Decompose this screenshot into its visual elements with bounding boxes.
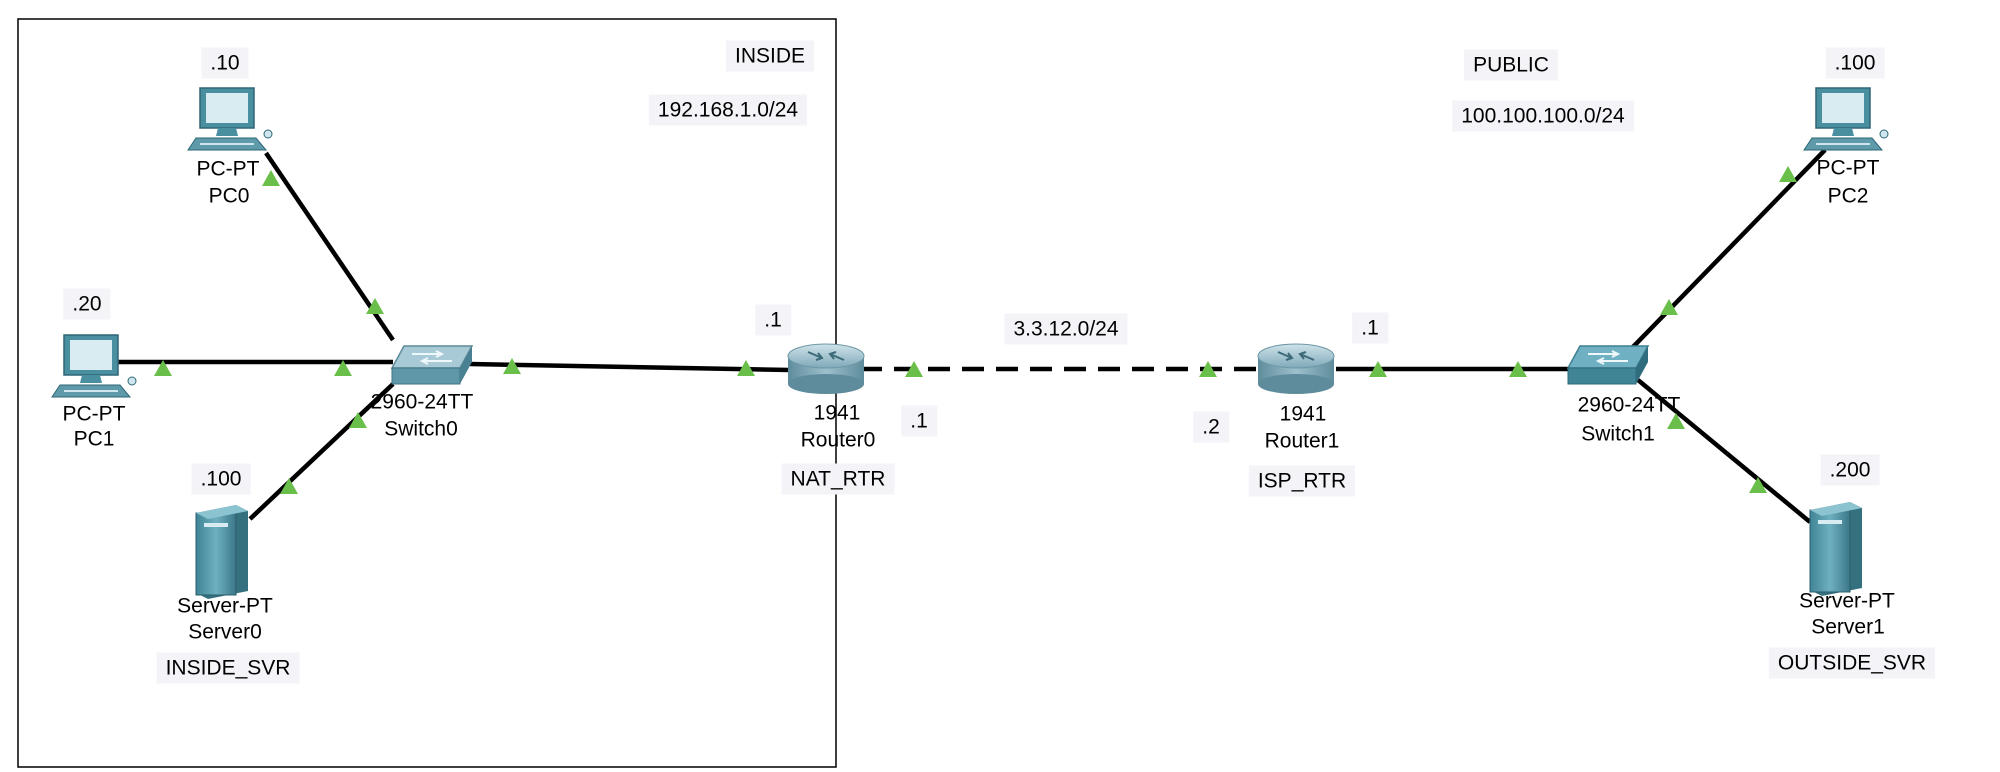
server1-model-label: Server-PT bbox=[1799, 589, 1895, 613]
server0-icon[interactable] bbox=[195, 505, 248, 599]
server1-name-label: Server1 bbox=[1811, 615, 1885, 639]
server1-icon[interactable] bbox=[1809, 502, 1862, 596]
port-up-icon bbox=[349, 412, 367, 428]
link-switch1-pc2[interactable] bbox=[1628, 148, 1827, 352]
router0-host-label: .1 bbox=[755, 304, 791, 336]
link-switch1-server1[interactable] bbox=[1636, 378, 1812, 524]
port-up-icon bbox=[737, 360, 755, 376]
port-up-icon bbox=[366, 298, 384, 314]
router0-tag-label: NAT_RTR bbox=[781, 463, 895, 495]
pc0-name-label: PC0 bbox=[208, 184, 250, 208]
server0-host-label: .100 bbox=[191, 463, 251, 495]
port-up-icon bbox=[154, 360, 172, 376]
router1-name-label: Router1 bbox=[1264, 429, 1340, 453]
router1-wan-host-label: .2 bbox=[1193, 411, 1229, 443]
switch0-model-label: 2960-24TT bbox=[370, 390, 474, 414]
server0-model-label: Server-PT bbox=[177, 594, 273, 618]
port-up-icon bbox=[503, 358, 521, 374]
server0-tag-label: INSIDE_SVR bbox=[156, 652, 300, 684]
pc0-icon[interactable] bbox=[187, 87, 273, 151]
pc2-host-label: .100 bbox=[1825, 47, 1885, 79]
port-up-icon bbox=[1749, 477, 1767, 493]
link-switch0-router0[interactable] bbox=[469, 361, 791, 373]
port-up-icon bbox=[1660, 299, 1678, 315]
pc0-model-label: PC-PT bbox=[196, 157, 260, 181]
switch0-icon[interactable] bbox=[390, 345, 474, 385]
public-network-label: 100.100.100.0/24 bbox=[1452, 100, 1634, 132]
port-indicators bbox=[154, 166, 1797, 494]
pc1-name-label: PC1 bbox=[73, 427, 115, 451]
pc1-icon[interactable] bbox=[51, 334, 137, 398]
inside-network-label: 192.168.1.0/24 bbox=[648, 94, 808, 126]
server0-name-label: Server0 bbox=[188, 620, 262, 644]
router1-model-label: 1941 bbox=[1279, 402, 1327, 426]
port-up-icon bbox=[1199, 361, 1217, 377]
switch1-icon[interactable] bbox=[1566, 345, 1650, 385]
switch1-model-label: 2960-24TT bbox=[1577, 393, 1681, 417]
pc2-model-label: PC-PT bbox=[1816, 156, 1880, 180]
router0-name-label: Router0 bbox=[800, 428, 876, 452]
pc1-host-label: .20 bbox=[63, 288, 111, 320]
port-up-icon bbox=[1779, 166, 1797, 182]
port-up-icon bbox=[1369, 361, 1387, 377]
inside-zone-label: INSIDE bbox=[725, 40, 815, 72]
router1-tag-label: ISP_RTR bbox=[1248, 465, 1356, 497]
router0-model-label: 1941 bbox=[813, 401, 861, 425]
router1-icon[interactable] bbox=[1257, 343, 1335, 394]
public-zone-label: PUBLIC bbox=[1464, 49, 1558, 81]
router0-wan-host-label: .1 bbox=[901, 405, 937, 437]
link-server0-switch0[interactable] bbox=[248, 382, 395, 521]
router0-icon[interactable] bbox=[787, 343, 865, 394]
port-up-icon bbox=[1667, 413, 1685, 429]
port-up-icon bbox=[334, 360, 352, 376]
server1-host-label: .200 bbox=[1820, 454, 1880, 486]
pc2-icon[interactable] bbox=[1803, 87, 1889, 151]
port-up-icon bbox=[905, 361, 923, 377]
pc2-name-label: PC2 bbox=[1827, 184, 1869, 208]
switch0-name-label: Switch0 bbox=[384, 417, 458, 441]
links bbox=[117, 148, 1827, 524]
server1-tag-label: OUTSIDE_SVR bbox=[1768, 647, 1936, 679]
port-up-icon bbox=[280, 478, 298, 494]
pc0-host-label: .10 bbox=[201, 47, 249, 79]
router1-host-label: .1 bbox=[1352, 312, 1388, 344]
switch1-name-label: Switch1 bbox=[1581, 422, 1655, 446]
pc1-model-label: PC-PT bbox=[62, 402, 126, 426]
port-up-icon bbox=[1509, 361, 1527, 377]
port-up-icon bbox=[262, 170, 280, 186]
wan-network-label: 3.3.12.0/24 bbox=[1004, 313, 1128, 345]
